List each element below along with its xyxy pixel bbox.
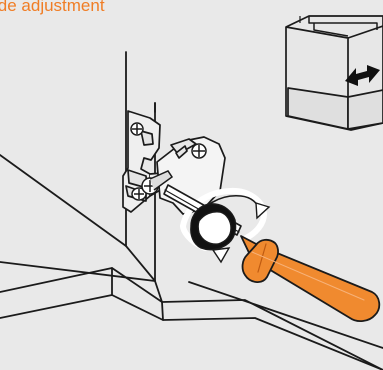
- screwdriver: [163, 184, 381, 322]
- plate-screws: [130, 122, 147, 201]
- adjustment-screw: [141, 170, 174, 195]
- cabinet-icon: [285, 15, 383, 131]
- double-arrow-icon: [345, 65, 380, 86]
- hinge-arm-screw: [191, 143, 207, 159]
- instruction-title: ide adjustment: [0, 0, 105, 15]
